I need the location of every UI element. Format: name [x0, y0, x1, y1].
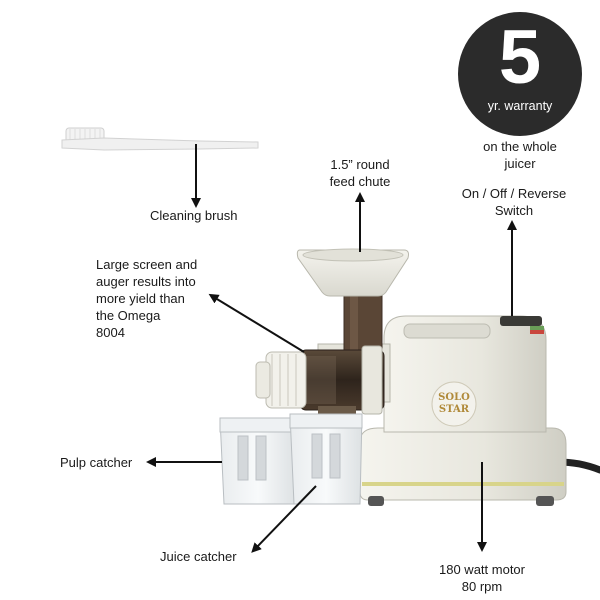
- feed-chute: [296, 248, 409, 353]
- screen-drum: [299, 345, 385, 416]
- label-motor: 180 watt motor 80 rpm: [439, 562, 525, 594]
- label-pulp-catcher: Pulp catcher: [60, 455, 133, 470]
- motor-base: [359, 427, 567, 506]
- label-feed-chute: 1.5” round feed chute: [329, 157, 391, 189]
- power-switch: [500, 316, 542, 326]
- logo-text-line1: SOLO: [438, 392, 470, 403]
- arrow-screen: [208, 293, 305, 353]
- warranty-badge: 5 yr. warranty: [458, 12, 582, 136]
- label-cleaning-brush: Cleaning brush: [150, 208, 238, 223]
- warranty-years: 5: [498, 15, 542, 100]
- label-switch: On / Off / Reverse Switch: [461, 186, 567, 218]
- juice-catcher: [289, 413, 363, 505]
- warranty-text: yr. warranty: [487, 99, 553, 113]
- warranty-subtext: on the whole juicer: [483, 139, 557, 171]
- motor-housing: SOLO STAR: [383, 315, 547, 433]
- end-cap: [255, 351, 307, 409]
- cleaning-brush: [61, 127, 259, 151]
- label-screen-auger: Large screen and auger results into more…: [96, 257, 198, 340]
- logo-text-line2: STAR: [439, 404, 470, 415]
- arrow-juice-catcher: [251, 485, 317, 553]
- label-juice-catcher: Juice catcher: [160, 549, 237, 564]
- pulp-catcher: [219, 417, 297, 505]
